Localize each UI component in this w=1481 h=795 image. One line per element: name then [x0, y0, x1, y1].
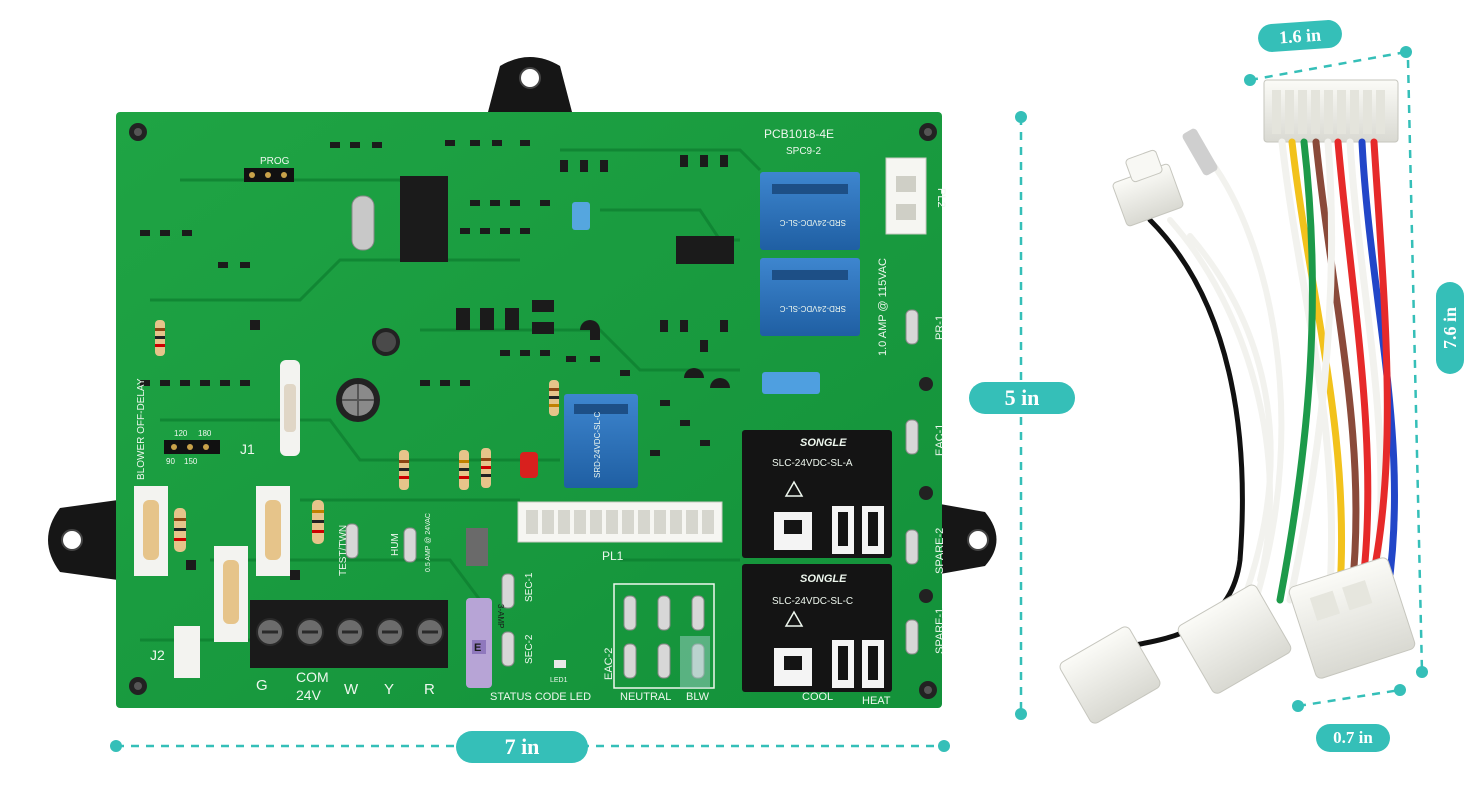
terminal-block — [250, 600, 448, 668]
harness-plug-middle — [1177, 584, 1292, 694]
delay-value-90: 90 — [166, 457, 175, 466]
dimension-label-board-height: 5 in — [969, 382, 1075, 414]
relay-black-top: SONGLE SLC-24VDC-SL-A — [742, 430, 892, 558]
harness-plug-left — [1059, 626, 1161, 724]
relay-small-model-2: SRD-24VDC-SL-C — [780, 304, 846, 313]
prog-label: PROG — [260, 156, 290, 167]
pl2-label: PL2 — [935, 188, 947, 208]
harness-plug-right — [1288, 557, 1416, 679]
dimension-label-harness-length: 7.6 in — [1436, 282, 1464, 374]
ic-chip — [676, 236, 734, 264]
fuse-amp-label: 3-AMP — [496, 604, 505, 628]
dimension-label-harness-width: 1.6 in — [1257, 19, 1343, 53]
capacitors — [336, 328, 400, 422]
dimension-label-board-width: 7 in — [456, 731, 588, 763]
status-led — [554, 660, 566, 668]
eac2-label: EAC-2 — [603, 648, 615, 680]
status-code-led-label: STATUS CODE LED — [490, 691, 591, 703]
j2-label: J2 — [150, 647, 165, 663]
delay-value-120: 120 — [174, 429, 188, 438]
power-resistors — [134, 360, 300, 678]
board-revision: SPC9-2 — [786, 146, 821, 157]
relay-blue-middle — [760, 258, 860, 336]
delay-value-150: 150 — [184, 457, 198, 466]
sec1-label: SEC-1 — [524, 572, 535, 602]
blue-capacitor — [572, 202, 590, 230]
resistors — [155, 320, 559, 552]
hum-rating-label: 0.5 AMP @ 24VAC — [425, 513, 432, 572]
led-label: LED1 — [550, 677, 568, 684]
terminal-label-g: G — [256, 677, 268, 694]
prog-header — [244, 168, 294, 182]
harness-spade-terminal — [1182, 128, 1218, 176]
blw-label: BLW — [686, 691, 710, 703]
relay-model-bottom: SLC-24VDC-SL-C — [772, 596, 853, 607]
relay-brand-top: SONGLE — [800, 437, 847, 449]
dimension-endpoints — [110, 46, 1428, 752]
relay-blue-center — [564, 394, 638, 488]
relay-blue-top — [760, 172, 860, 250]
terminal-label-w: W — [344, 681, 359, 698]
dimension-lines — [116, 50, 1424, 748]
svg-text:E: E — [474, 642, 481, 654]
terminal-label-y: Y — [384, 681, 394, 698]
relay-model-top: SLC-24VDC-SL-A — [772, 458, 853, 469]
eac1-label: EAC-1 — [934, 424, 946, 456]
hum-label: HUM — [390, 533, 401, 556]
control-board: SONGLE SLC-24VDC-SL-A SONGLE SLC-24VDC-S… — [48, 57, 997, 708]
wire-harness — [1059, 79, 1416, 724]
spare2-label: SPARE-2 — [934, 528, 946, 574]
neutral-label: NEUTRAL — [620, 691, 671, 703]
cool-label: COOL — [802, 691, 833, 703]
blue-capacitor-c11 — [762, 372, 820, 394]
heat-label: HEAT — [862, 695, 891, 707]
j1-label: J1 — [240, 441, 255, 457]
spare1-label: SPARE-1 — [934, 608, 946, 654]
relay-small-model-1: SRD-24VDC-SL-C — [780, 218, 846, 227]
blower-delay-label: BLOWER OFF-DELAY — [136, 378, 147, 480]
delay-value-180: 180 — [198, 429, 212, 438]
microcontroller-chip — [400, 176, 448, 262]
terminal-label-com: COM — [296, 669, 329, 685]
crystal — [351, 195, 375, 251]
terminal-label-24v: 24V — [296, 687, 322, 703]
pl1-connector — [517, 501, 723, 543]
sec2-label: SEC-2 — [524, 634, 535, 664]
relay-black-bottom: SONGLE SLC-24VDC-SL-C — [742, 564, 892, 692]
test-twin-label: TEST/TWN — [338, 525, 349, 576]
j1-jumper — [164, 440, 220, 454]
fuse-rating-label: 1.0 AMP @ 115VAC — [877, 258, 889, 356]
relay-small-model-3: SRD-24VDC-SL-C — [593, 412, 602, 478]
board-model: PCB1018-4E — [764, 127, 834, 141]
terminal-label-r: R — [424, 681, 435, 698]
pl2-connector — [885, 157, 927, 235]
spade-terminals — [345, 309, 919, 679]
pl1-label: PL1 — [602, 549, 624, 563]
harness-small-connector — [1112, 149, 1184, 227]
pr1-label: PR-1 — [934, 315, 946, 340]
relay-brand-bottom: SONGLE — [800, 573, 847, 585]
fuse: E — [466, 598, 492, 688]
dimension-label-harness-plug: 0.7 in — [1316, 724, 1390, 752]
